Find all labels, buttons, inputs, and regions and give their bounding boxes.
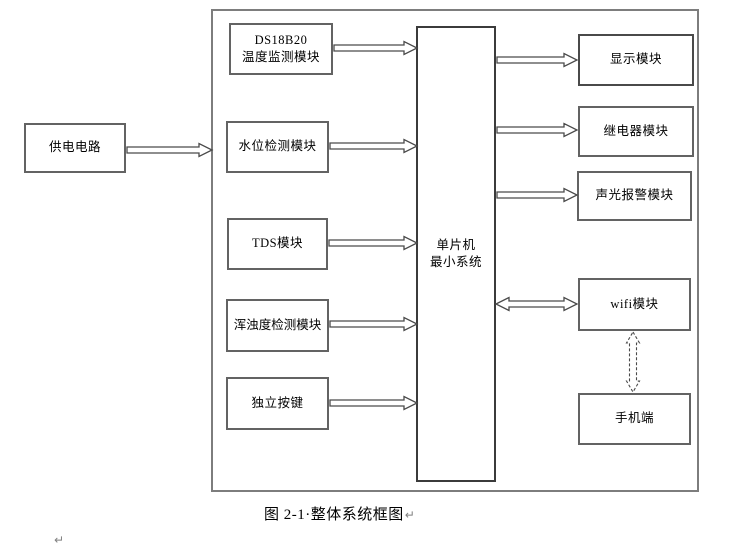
relay-module-label: 继电器模块 xyxy=(603,123,669,138)
power-circuit-box: 供电电路 xyxy=(24,123,126,173)
relay-module-box: 继电器模块 xyxy=(578,106,694,157)
independent-keys-box: 独立按键 xyxy=(226,377,329,430)
paragraph-mark-icon: ↵ xyxy=(404,508,416,522)
mcu-label-line2: 最小系统 xyxy=(429,255,482,269)
mobile-phone-label: 手机端 xyxy=(614,411,654,426)
tds-module-label: TDS模块 xyxy=(251,236,304,251)
sound-light-alarm-module-box: 声光报警模块 xyxy=(577,171,692,221)
tds-module-box: TDS模块 xyxy=(227,218,328,270)
figure-caption-text: 图 2-1·整体系统框图 xyxy=(264,507,404,523)
power-circuit-label: 供电电路 xyxy=(48,140,101,155)
temperature-module-box: DS18B20 温度监测模块 xyxy=(229,23,333,75)
display-module-box: 显示模块 xyxy=(578,34,694,86)
water-level-module-box: 水位检测模块 xyxy=(226,121,329,173)
independent-keys-label: 独立按键 xyxy=(251,395,304,410)
system-boundary-box xyxy=(211,9,699,492)
mobile-phone-box: 手机端 xyxy=(578,393,691,445)
water-level-module-label: 水位检测模块 xyxy=(238,139,317,154)
paragraph-mark-icon: ↵ xyxy=(54,533,65,547)
mcu-minimal-system-box: 单片机 最小系统 xyxy=(416,26,496,482)
temperature-module-label-line1: DS18B20 xyxy=(254,32,308,47)
figure-caption: 图 2-1·整体系统框图↵ xyxy=(264,503,415,524)
temperature-module-label-line2: 温度监测模块 xyxy=(241,50,320,64)
wifi-module-box: wifi模块 xyxy=(578,278,691,331)
arrow-power-to-system xyxy=(126,142,214,158)
wifi-module-label: wifi模块 xyxy=(610,296,659,311)
mcu-label-line1: 单片机 xyxy=(436,237,476,252)
turbidity-module-box: 浑浊度检测模块 xyxy=(226,299,329,352)
sound-light-alarm-module-label: 声光报警模块 xyxy=(595,188,674,203)
display-module-label: 显示模块 xyxy=(609,52,662,67)
turbidity-module-label: 浑浊度检测模块 xyxy=(233,317,322,332)
